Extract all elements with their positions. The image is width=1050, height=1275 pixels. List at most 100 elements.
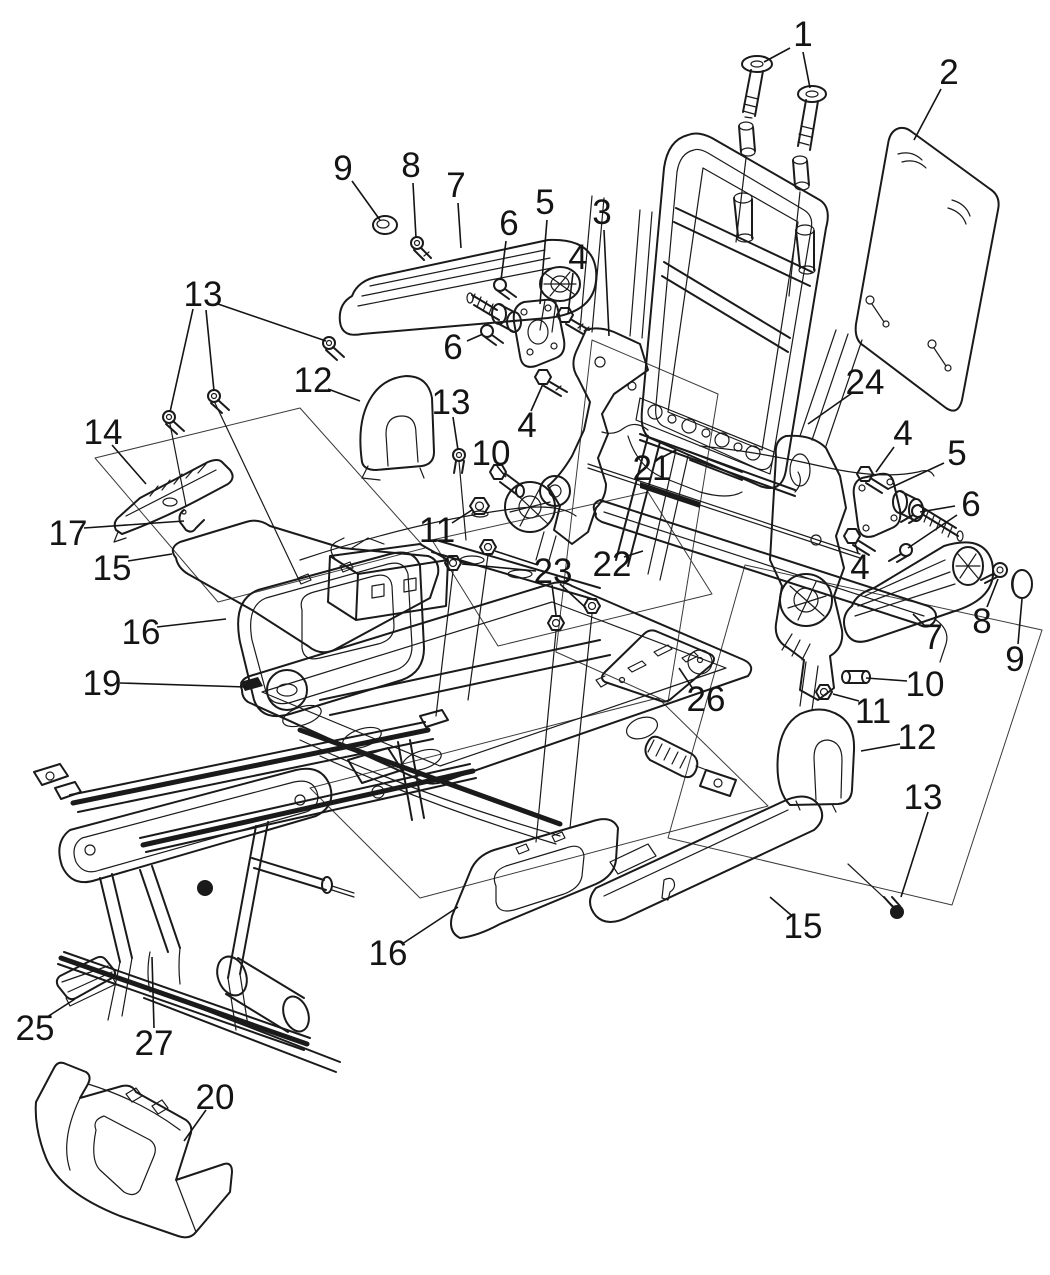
leader-line (907, 514, 958, 549)
callout-17: 17 (49, 514, 88, 553)
hinge-bracket-right (769, 329, 863, 711)
leader-line (351, 180, 381, 221)
leader-line (530, 383, 544, 412)
shoulder-screws (162, 336, 904, 919)
cushion-shield-left (237, 551, 425, 718)
callout-27: 27 (135, 1024, 174, 1063)
callout-4: 4 (850, 548, 869, 587)
callout-22: 22 (593, 545, 632, 584)
callout-5: 5 (535, 183, 554, 222)
seat-belt-buckle (644, 735, 737, 797)
recliner-screw-upper-right (900, 504, 925, 524)
leader-line (603, 229, 610, 337)
callout-26: 26 (687, 680, 726, 719)
release-handle-bezel (113, 459, 234, 543)
leader-line (832, 693, 860, 702)
leader-line (865, 677, 908, 682)
leader-line (678, 667, 694, 690)
leader-line (111, 444, 147, 485)
callout-8: 8 (972, 602, 991, 641)
leader-line (217, 303, 327, 342)
leader-line (401, 906, 459, 945)
leader-line (769, 896, 792, 916)
callout-4: 4 (568, 238, 587, 277)
callout-12: 12 (294, 361, 333, 400)
callout-24: 24 (846, 363, 885, 402)
leader-line (494, 550, 539, 566)
armrest-left (338, 238, 598, 336)
recliner-bolt-lower-left (534, 369, 568, 397)
callout-13: 13 (184, 275, 223, 314)
leader-line (500, 240, 507, 281)
leader-line (912, 613, 926, 627)
shield-bottom (450, 818, 619, 939)
leader-line (127, 553, 173, 562)
callout-6: 6 (443, 328, 462, 367)
callout-25: 25 (16, 1009, 55, 1048)
cable-clip (178, 509, 205, 533)
leader-line (913, 88, 942, 141)
callout-21: 21 (633, 449, 672, 488)
callout-11: 11 (419, 511, 455, 550)
recliner-bolt-upper-right (856, 466, 889, 494)
pivot-nut-right (815, 684, 833, 700)
callout-1: 1 (793, 15, 812, 54)
leader-line (539, 219, 548, 305)
callout-10: 10 (906, 665, 945, 704)
leader-line (1017, 598, 1023, 645)
recliner-mechanism-left (466, 292, 566, 368)
leader-line (461, 563, 537, 572)
leader-line (763, 47, 791, 63)
leader-line (151, 956, 155, 1029)
stabilizer-tube (587, 463, 948, 663)
reinforcement-plate (595, 629, 715, 703)
support-bracket (55, 955, 117, 1007)
leader-line (623, 550, 644, 558)
leader-line (919, 505, 956, 513)
leader-line (46, 998, 76, 1018)
armrest-cap-left (372, 215, 398, 235)
leader-line (327, 388, 361, 402)
leader-line (567, 272, 574, 315)
pivot-shield-left (359, 375, 435, 481)
callout-16: 16 (122, 613, 161, 652)
leader-line (559, 583, 587, 609)
riser-frame (57, 739, 425, 1073)
pivot-bushing-left (489, 464, 525, 498)
callout-7: 7 (446, 166, 465, 205)
pivot-bushing-right (841, 670, 871, 684)
leader-line (205, 309, 215, 392)
leader-line (119, 682, 247, 688)
callout-14: 14 (84, 413, 123, 452)
leader-line (83, 520, 185, 529)
callout-15: 15 (784, 907, 823, 946)
latch-shield-left (171, 506, 577, 654)
leader-line (156, 618, 227, 628)
callout-10: 10 (472, 434, 511, 473)
leader-line (412, 182, 417, 239)
recliner-screw-lower-left (480, 324, 504, 346)
recliner-screw-lower-right (888, 543, 913, 563)
leader-line (496, 465, 507, 478)
callout-6: 6 (961, 485, 980, 524)
callout-23: 23 (534, 552, 573, 591)
callout-8: 8 (401, 146, 420, 185)
floor-cover (34, 1061, 233, 1239)
callout-15: 15 (93, 549, 132, 588)
leader-line (466, 333, 484, 342)
callout-11: 11 (855, 692, 891, 731)
armrest-cap-right (1011, 569, 1033, 599)
leader-line (452, 416, 459, 451)
callout-4: 4 (517, 406, 536, 445)
side-shield-right (589, 795, 824, 923)
leader-line (802, 51, 811, 89)
leader-line (457, 202, 462, 249)
armrest-screw-left (410, 236, 432, 261)
pivot-shield-right (776, 708, 856, 813)
callout-20: 20 (196, 1078, 235, 1117)
pivot-nut-left (469, 497, 490, 518)
leader-line (854, 542, 859, 554)
